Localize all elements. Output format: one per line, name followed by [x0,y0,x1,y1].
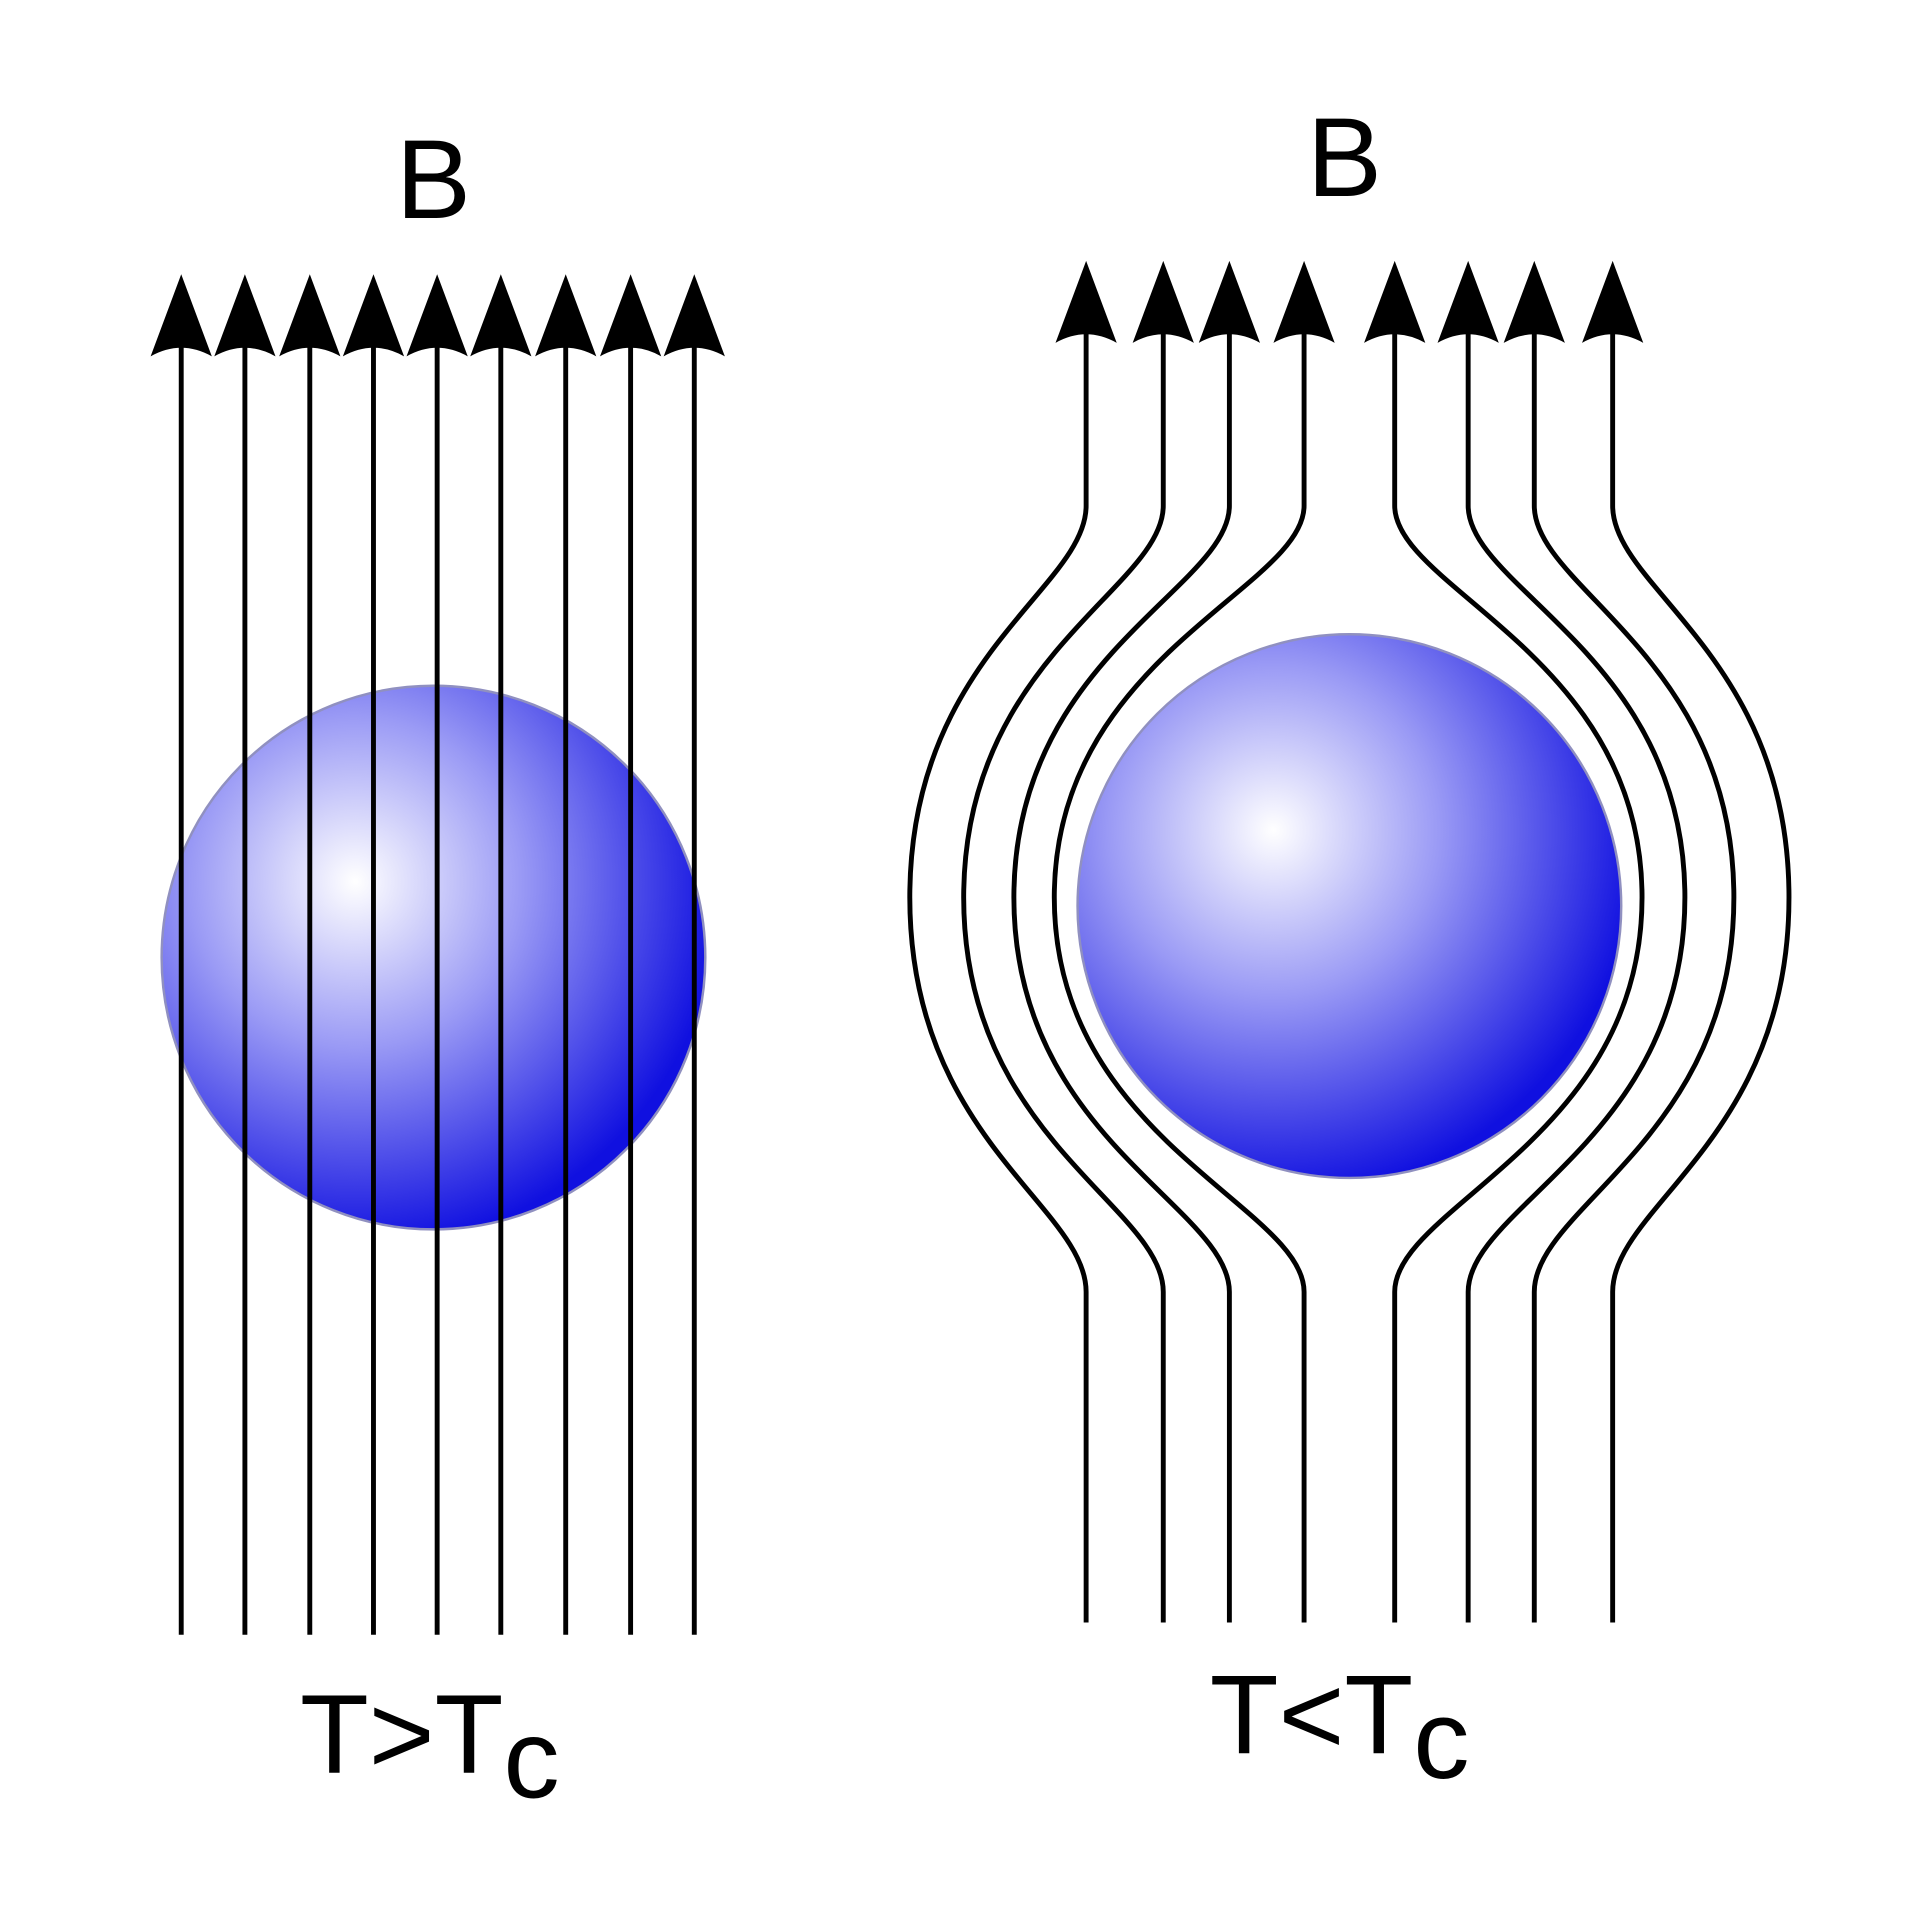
arrowhead-icon [1503,260,1565,343]
left-panel-normal-state: B T>Tc [150,116,725,1822]
left-sphere [160,684,707,1231]
field-line [663,274,725,1635]
right-panel-superconducting-state: B T<Tc [907,94,1792,1802]
field-line [1437,260,1688,1623]
field-line [1051,260,1335,1623]
field-line [214,274,276,1635]
field-line [907,260,1117,1623]
arrowhead-icon [1055,260,1117,343]
right-condition-subscript: c [1413,1676,1469,1802]
arrowhead-icon [1273,260,1335,343]
arrowhead-icon [406,274,468,357]
right-field-label: B [1307,94,1382,220]
arrowhead-icon [150,274,212,357]
right-condition-main: T<T [1210,1651,1413,1777]
arrowhead-icon [470,274,532,357]
field-line [1364,260,1645,1623]
arrowhead-icon [342,274,405,357]
right-sphere [1076,633,1623,1180]
arrowhead-icon [600,274,662,357]
field-line [961,260,1194,1623]
left-field-lines [150,274,725,1635]
arrowhead-icon [279,274,341,357]
field-line [1011,260,1260,1623]
field-line [535,274,597,1635]
field-line [150,274,212,1635]
field-line [279,274,341,1635]
left-condition-main: T>T [300,1671,503,1797]
field-line [470,274,532,1635]
field-line [342,274,405,1635]
field-line [1582,260,1792,1623]
arrowhead-icon [1132,260,1194,343]
field-line [600,274,662,1635]
arrowhead-icon [663,274,725,357]
arrowhead-icon [1364,260,1426,343]
arrowhead-icon [535,274,597,357]
right-condition-label: T<Tc [1210,1651,1470,1801]
arrowhead-icon [1582,260,1644,343]
right-field-lines [907,260,1792,1623]
arrowhead-icon [214,274,276,357]
arrowhead-icon [1437,260,1499,343]
field-line [1503,260,1737,1623]
arrowhead-icon [1198,260,1260,343]
field-line [406,274,468,1635]
left-condition-label: T>Tc [300,1671,560,1821]
left-condition-subscript: c [503,1696,559,1822]
left-field-label: B [396,116,471,242]
